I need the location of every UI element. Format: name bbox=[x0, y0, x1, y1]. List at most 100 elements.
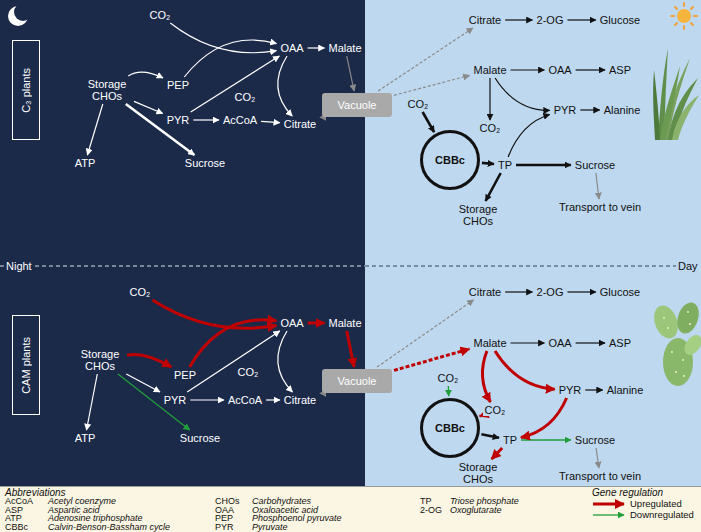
pathway-arrow bbox=[511, 69, 545, 70]
abbreviation: AcCoA bbox=[5, 497, 33, 506]
cactus-illustration bbox=[650, 300, 701, 386]
metabolite-label: Malate bbox=[471, 337, 508, 349]
node-text: CO₂ bbox=[408, 98, 429, 110]
grass-illustration bbox=[653, 48, 699, 140]
pathway-arrow bbox=[495, 78, 550, 110]
plant-type-box: CAM plants bbox=[12, 315, 40, 415]
node-text: Sucrose bbox=[185, 157, 225, 169]
pathway-arrow bbox=[319, 393, 320, 394]
metabolite-label: Citrate bbox=[282, 118, 318, 130]
pathway-arrow bbox=[184, 40, 276, 77]
metabolite-label: Citrate bbox=[282, 394, 318, 406]
node-text: Citrate bbox=[284, 394, 316, 406]
node-text: OAA bbox=[280, 317, 303, 329]
metabolite-label: ASP bbox=[607, 337, 633, 349]
metabolite-label: OAA bbox=[546, 337, 573, 349]
metabolite-label: 2-OG bbox=[535, 14, 566, 26]
node-text: 2-OG bbox=[537, 14, 564, 26]
cycle-circle: CBBc bbox=[420, 398, 480, 458]
node-text: C₃ plants bbox=[20, 68, 32, 113]
pathway-arrow bbox=[278, 56, 292, 116]
node-text: ASP bbox=[609, 64, 631, 76]
metabolite-label: Storage CHOs bbox=[453, 203, 503, 227]
pathway-arrow bbox=[261, 121, 280, 122]
metabolite-label: Storage CHOs bbox=[82, 78, 132, 102]
divider-line bbox=[0, 266, 365, 267]
legend-panel bbox=[0, 486, 701, 532]
legend-sample bbox=[592, 499, 626, 509]
pathway-arrow bbox=[319, 117, 320, 118]
node-text: PYR bbox=[554, 104, 577, 116]
legend-heading: Gene regulation bbox=[592, 487, 663, 498]
pathway-arrow bbox=[118, 374, 190, 430]
metabolite-label: Sucrose bbox=[573, 434, 617, 446]
metabolite-label: Glucose bbox=[598, 14, 642, 26]
vacuole-box: Vacuole bbox=[322, 369, 392, 393]
metabolite-label: 2-OG bbox=[535, 286, 566, 298]
pathway-arrow bbox=[378, 28, 473, 91]
pathway-arrow bbox=[521, 398, 567, 438]
pathway-arrow bbox=[347, 331, 354, 367]
vacuole-box: Vacuole bbox=[322, 93, 392, 117]
plant-type-box: C₃ plants bbox=[12, 40, 40, 140]
metabolite-label: AcCoA bbox=[226, 394, 264, 406]
period-label: Night bbox=[4, 260, 34, 272]
node-text: CO₂ bbox=[480, 122, 501, 134]
abbreviation: OAA bbox=[215, 506, 234, 515]
pathway-arrow bbox=[308, 322, 325, 325]
node-text: TP bbox=[498, 159, 512, 171]
metabolite-label: ATP bbox=[73, 432, 98, 444]
pathway-arrow bbox=[128, 72, 163, 78]
legend-text: Upregulated bbox=[630, 498, 682, 509]
node-text: Citrate bbox=[284, 118, 316, 130]
node-text: Malate bbox=[328, 317, 361, 329]
pathway-arrow bbox=[191, 56, 280, 112]
pathway-arrow bbox=[511, 342, 545, 343]
pathway-arrow bbox=[190, 399, 224, 400]
node-text: CBBc bbox=[435, 154, 465, 166]
metabolite-label: ASP bbox=[607, 64, 633, 76]
metabolite-label: Citrate bbox=[467, 14, 503, 26]
divider-line bbox=[365, 266, 701, 267]
metabolite-label: Transport to vein bbox=[557, 201, 643, 213]
pathway-arrow bbox=[505, 291, 532, 292]
metabolite-label: CO₂ bbox=[436, 372, 461, 384]
node-text: Malate bbox=[328, 42, 361, 54]
pathway-arrow bbox=[580, 109, 599, 110]
abbreviation: PYR bbox=[215, 523, 234, 532]
pathway-arrow bbox=[347, 56, 354, 91]
metabolite-label: Citrate bbox=[467, 286, 503, 298]
period-label: Day bbox=[676, 260, 700, 272]
abbreviation: 2-OG bbox=[420, 506, 442, 515]
node-text: 2-OG bbox=[537, 286, 564, 298]
pathway-arrow bbox=[495, 351, 555, 389]
node-text: Malate bbox=[473, 337, 506, 349]
node-text: AcCoA bbox=[223, 114, 257, 126]
node-text: Storage CHOs bbox=[84, 78, 130, 102]
metabolite-label: PEP bbox=[172, 369, 198, 381]
pathway-arrow bbox=[568, 19, 596, 20]
metabolite-label: Alanine bbox=[605, 384, 646, 396]
pathway-arrow bbox=[489, 78, 490, 120]
pathway-arrow bbox=[596, 448, 599, 468]
pathway-arrow bbox=[486, 173, 501, 201]
metabolite-label: PYR bbox=[557, 384, 584, 396]
metabolite-label: Transport to vein bbox=[557, 470, 643, 482]
metabolite-label: TP bbox=[496, 159, 514, 171]
node-text: PEP bbox=[174, 369, 196, 381]
node-text: ASP bbox=[609, 337, 631, 349]
pathway-arrow bbox=[448, 386, 450, 396]
metabolite-label: Glucose bbox=[598, 286, 642, 298]
node-text: Storage CHOs bbox=[455, 203, 501, 227]
legend-border bbox=[0, 486, 701, 487]
metabolite-label: Storage CHOs bbox=[75, 348, 125, 372]
node-text: Sucrose bbox=[575, 159, 615, 171]
cycle-circle: CBBc bbox=[420, 130, 480, 190]
abbreviation-meaning: Aspartic acid bbox=[48, 506, 100, 515]
node-text: PYR bbox=[559, 384, 582, 396]
metabolite-label: PYR bbox=[552, 104, 579, 116]
pathway-arrow bbox=[576, 342, 605, 343]
node-text: Glucose bbox=[600, 286, 640, 298]
legend-sample bbox=[592, 510, 626, 520]
metabolite-label: CO₂ bbox=[128, 286, 153, 298]
